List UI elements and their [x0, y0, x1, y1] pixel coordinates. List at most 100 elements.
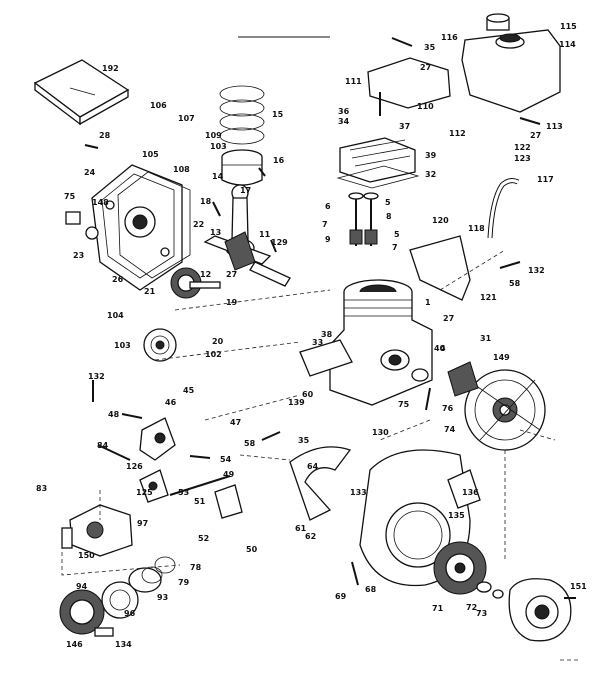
cam-gear-part: [170, 267, 221, 299]
callout-label: 20: [212, 337, 224, 346]
callout-label: 192: [102, 64, 119, 73]
callout-label: 111: [345, 77, 362, 86]
callout-label: 122: [514, 143, 531, 152]
callout-label: 54: [220, 455, 232, 464]
callout-label: 72: [466, 603, 478, 612]
callout-label: 150: [78, 551, 95, 560]
callout-label: 103: [210, 142, 227, 151]
callout-label: 11: [259, 230, 271, 239]
callout-label: 21: [144, 287, 156, 296]
callout-label: 123: [514, 154, 531, 163]
callout-label: 16: [273, 156, 285, 165]
callout-label: 117: [537, 175, 554, 184]
callout-label: 118: [468, 224, 485, 233]
callout-label: 52: [198, 534, 210, 543]
piston-part: [221, 149, 263, 186]
callout-label: 23: [73, 251, 85, 260]
callout-label: 17: [240, 186, 252, 195]
callout-label: 139: [288, 398, 305, 407]
valve-part: [348, 192, 379, 246]
callout-label: 45: [183, 386, 195, 395]
crankshaft-part: [203, 231, 291, 287]
callout-label: 96: [124, 609, 136, 618]
callout-label: 37: [399, 122, 411, 131]
air-baffle-part: [409, 235, 471, 301]
assembly-guide-lines: [61, 249, 580, 661]
callout-label: 62: [305, 532, 317, 541]
callout-label: 109: [205, 131, 222, 140]
callout-label: 5: [385, 198, 391, 207]
callout-label: 24: [84, 168, 96, 177]
callout-label: 14: [212, 172, 224, 181]
callout-label: 121: [480, 293, 497, 302]
callout-label: 74: [444, 425, 456, 434]
callout-label: 136: [462, 488, 479, 497]
callout-label: 135: [448, 511, 465, 520]
cylinder-baffle-part: [289, 446, 352, 521]
callout-label: 108: [173, 165, 190, 174]
callout-label: 115: [560, 22, 577, 31]
callout-label: 76: [442, 404, 454, 413]
callout-label: 5: [394, 230, 400, 239]
callout-label: 46: [165, 398, 177, 407]
carburetor-part: [61, 504, 133, 557]
callout-label: 75: [398, 400, 410, 409]
intake-manifold-part: [139, 417, 176, 461]
callout-label: 113: [546, 122, 563, 131]
callout-label: 58: [509, 279, 521, 288]
callout-label: 107: [178, 114, 195, 123]
callout-label: 132: [528, 266, 545, 275]
washer-part: [476, 581, 504, 599]
callout-label: 22: [193, 220, 205, 229]
callout-label: 50: [246, 545, 258, 554]
callout-label: 151: [570, 582, 587, 591]
callout-label: 51: [194, 497, 206, 506]
callout-label: 83: [36, 484, 48, 493]
ignition-module-part: [447, 361, 479, 397]
callout-label: 148: [92, 198, 109, 207]
callout-label: 27: [443, 314, 455, 323]
callout-label: 114: [559, 40, 576, 49]
seal-part: [65, 211, 99, 240]
callout-label: 35: [424, 43, 436, 52]
callout-label: 146: [66, 640, 83, 649]
callout-label: 27: [226, 270, 238, 279]
callout-label: 133: [350, 488, 367, 497]
callout-label: 28: [99, 131, 111, 140]
callout-label: 4: [440, 344, 446, 353]
callout-label: 49: [223, 470, 235, 479]
callout-label: 130: [372, 428, 389, 437]
callout-label: 27: [530, 131, 542, 140]
fuel-line-part: [487, 178, 520, 239]
callout-label: 18: [200, 197, 212, 206]
callout-label: 31: [480, 334, 492, 343]
callout-label: 94: [76, 582, 88, 591]
callout-label: 125: [136, 488, 153, 497]
callout-label: 78: [190, 563, 202, 572]
callout-label: 84: [97, 441, 109, 450]
air-cleaner-cover-part: [59, 589, 114, 637]
callout-label: 64: [307, 462, 319, 471]
callout-label: 134: [115, 640, 132, 649]
linkage-rod-part: [169, 475, 243, 519]
callout-label: 40: [434, 344, 446, 353]
tank-bracket-part: [367, 57, 451, 109]
callout-label: 75: [64, 192, 76, 201]
callout-label: 73: [476, 609, 488, 618]
callout-label: 26: [112, 275, 124, 284]
callout-label: 126: [126, 462, 143, 471]
callout-label: 106: [150, 101, 167, 110]
callout-label: 149: [493, 353, 510, 362]
callout-label: 68: [365, 585, 377, 594]
callout-label: 7: [392, 243, 398, 252]
callout-label: 27: [420, 63, 432, 72]
callout-label: 12: [200, 270, 212, 279]
callout-label: 35: [298, 436, 310, 445]
callout-label: 97: [137, 519, 149, 528]
callout-label: 19: [226, 298, 238, 307]
owners-manual-part: [33, 59, 130, 126]
callout-label: 48: [108, 410, 120, 419]
callout-label: 9: [325, 235, 331, 244]
callout-label: 15: [272, 110, 284, 119]
